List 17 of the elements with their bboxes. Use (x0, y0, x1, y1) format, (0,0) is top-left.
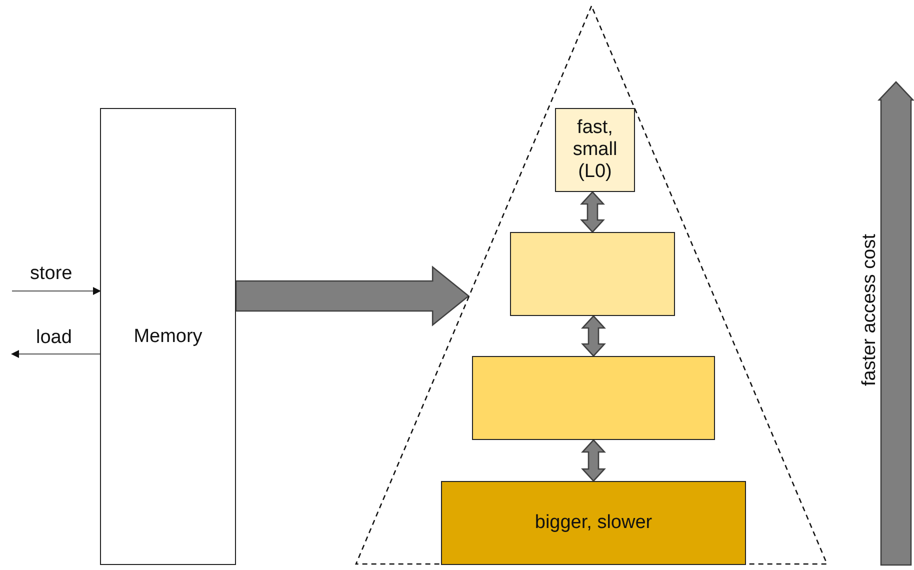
node-label: Memory (134, 326, 202, 348)
double-arrow (581, 315, 606, 357)
memory-box (100, 108, 236, 565)
memory-level-box (441, 481, 746, 565)
double-arrow (580, 191, 605, 233)
arrow (235, 266, 470, 326)
cache-level-box (472, 356, 715, 440)
edge-label: load (36, 327, 72, 349)
edge-label: store (30, 263, 72, 285)
node-label: fast, small (L0) (572, 117, 618, 183)
cache-level-box (510, 232, 675, 316)
double-arrow (581, 439, 606, 482)
node-label: bigger, slower (534, 512, 652, 534)
cache-level-box (555, 108, 635, 192)
arrow (11, 350, 100, 358)
arrow (12, 287, 101, 295)
axis-label: faster access cost (859, 234, 882, 386)
